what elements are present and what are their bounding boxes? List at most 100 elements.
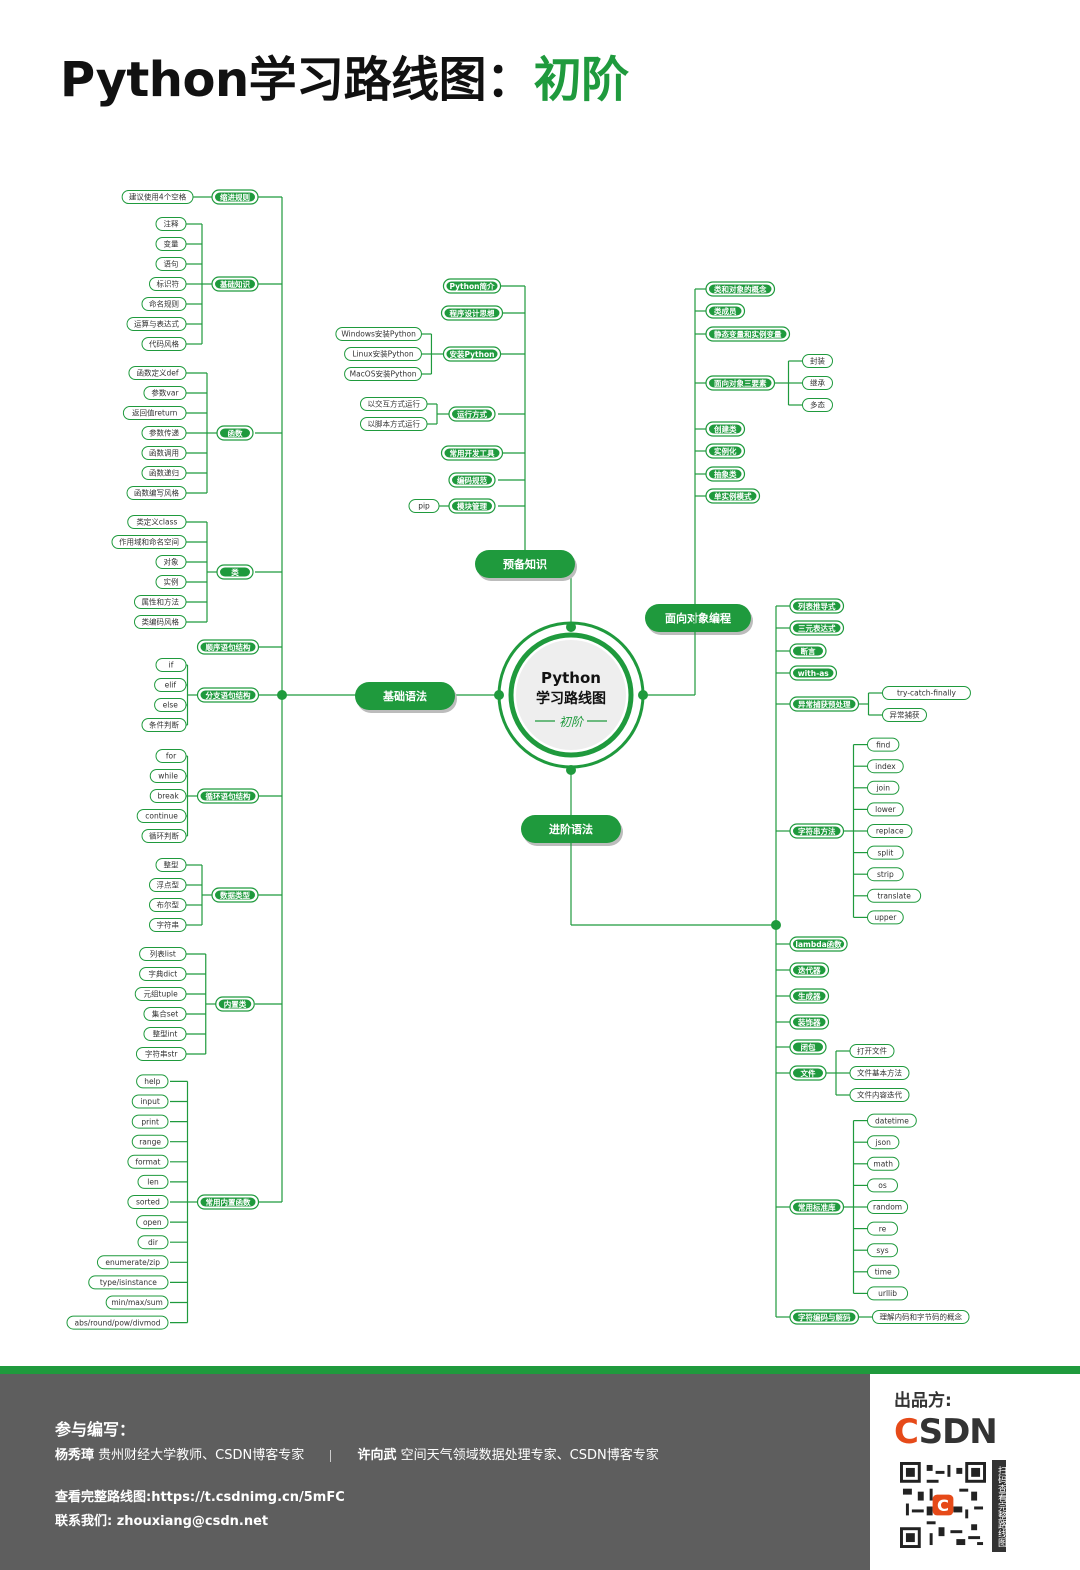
leaf-node[interactable]: re — [867, 1221, 898, 1236]
adv-topic[interactable]: with-as — [789, 665, 838, 681]
leaf-node[interactable]: len — [137, 1174, 169, 1189]
leaf-node[interactable]: lower — [867, 802, 904, 817]
oop-topic[interactable]: 抽象类 — [705, 466, 746, 482]
leaf-node[interactable]: find — [867, 737, 900, 752]
prep-topic[interactable]: 程序设计思想 — [440, 305, 504, 321]
leaf-node[interactable]: 异常捕获 — [882, 708, 927, 722]
leaf-node[interactable]: 函数调用 — [141, 446, 187, 460]
basic-topic[interactable]: 分支语句结构 — [196, 687, 260, 703]
leaf-node[interactable]: while — [149, 769, 187, 783]
leaf-node[interactable]: else — [154, 698, 187, 712]
basic-topic[interactable]: 顺序语句结构 — [196, 639, 260, 655]
leaf-node[interactable]: min/max/sum — [105, 1295, 169, 1310]
oop-topic[interactable]: 实例化 — [705, 443, 746, 459]
adv-topic[interactable]: 生成器 — [789, 988, 830, 1004]
leaf-node[interactable]: for — [155, 749, 187, 763]
leaf-node[interactable]: 字典dict — [139, 967, 187, 981]
leaf-node[interactable]: random — [867, 1200, 909, 1214]
leaf-node[interactable]: 封装 — [802, 354, 833, 368]
adv-topic[interactable]: 三元表达式 — [789, 620, 845, 636]
leaf-node[interactable]: 循环判断 — [141, 829, 187, 843]
leaf-node[interactable]: 对象 — [155, 555, 187, 569]
leaf-node[interactable]: 集合set — [143, 1007, 187, 1021]
branch-prep[interactable]: 预备知识 — [475, 550, 577, 581]
leaf-node[interactable]: 类定义class — [127, 515, 187, 529]
leaf-node[interactable]: open — [136, 1215, 169, 1230]
leaf-node[interactable]: print — [131, 1114, 169, 1129]
leaf-node[interactable]: 以脚本方式运行 — [360, 417, 428, 431]
leaf-node[interactable]: enumerate/zip — [96, 1255, 169, 1270]
leaf-node[interactable]: 浮点型 — [149, 878, 187, 892]
contact-email[interactable]: 联系我们: zhouxiang@csdn.net — [55, 1514, 269, 1529]
basic-topic[interactable]: 基础知识 — [211, 276, 259, 292]
leaf-node[interactable]: 多态 — [802, 398, 833, 412]
leaf-node[interactable]: json — [867, 1135, 900, 1150]
leaf-node[interactable]: sys — [867, 1243, 898, 1258]
leaf-node[interactable]: 布尔型 — [149, 898, 187, 912]
leaf-node[interactable]: elif — [154, 678, 187, 692]
leaf-node[interactable]: join — [867, 780, 900, 795]
prep-topic[interactable]: Python简介 — [442, 278, 502, 294]
leaf-node[interactable]: 以交互方式运行 — [360, 397, 428, 411]
adv-topic[interactable]: 字符编码与解码 — [789, 1309, 860, 1325]
adv-topic[interactable]: 列表推导式 — [789, 598, 845, 614]
leaf-node[interactable]: 命名规则 — [141, 297, 187, 311]
adv-topic[interactable]: 文件 — [789, 1065, 827, 1081]
leaf-node[interactable]: math — [867, 1156, 900, 1171]
leaf-node[interactable]: 属性和方法 — [134, 595, 187, 609]
leaf-node[interactable]: strip — [867, 867, 904, 882]
leaf-node[interactable]: type/isinstance — [88, 1275, 169, 1290]
adv-topic[interactable]: 闭包 — [789, 1039, 827, 1055]
branch-advanced[interactable]: 进阶语法 — [521, 815, 623, 846]
basic-topic[interactable]: 内置类 — [215, 996, 255, 1012]
leaf-node[interactable]: 作用域和命名空间 — [111, 535, 187, 549]
adv-topic[interactable]: 断言 — [789, 643, 827, 659]
leaf-node[interactable]: 参数var — [143, 386, 187, 400]
qr-code-icon[interactable]: C — [900, 1462, 986, 1548]
oop-topic[interactable]: 类成员 — [705, 303, 746, 319]
leaf-node[interactable]: help — [136, 1074, 169, 1089]
leaf-node[interactable]: 建议使用4个空格 — [121, 190, 194, 204]
leaf-node[interactable]: 标识符 — [149, 277, 187, 291]
leaf-node[interactable]: format — [127, 1154, 169, 1169]
leaf-node[interactable]: MacOS安装Python — [344, 367, 422, 381]
leaf-node[interactable]: 返回值return — [122, 406, 187, 420]
basic-topic[interactable]: 缩进规则 — [211, 189, 259, 205]
leaf-node[interactable]: 实例 — [155, 575, 187, 589]
leaf-node[interactable]: 代码风格 — [141, 337, 187, 351]
leaf-node[interactable]: 继承 — [802, 376, 833, 390]
leaf-node[interactable]: input — [131, 1094, 169, 1109]
leaf-node[interactable]: datetime — [867, 1113, 917, 1128]
leaf-node[interactable]: os — [867, 1178, 898, 1193]
leaf-node[interactable]: pip — [408, 499, 440, 513]
leaf-node[interactable]: 整型int — [143, 1027, 187, 1041]
leaf-node[interactable]: 运算与表达式 — [126, 317, 187, 331]
basic-topic[interactable]: 常用内置函数 — [196, 1194, 260, 1210]
leaf-node[interactable]: 文件内容迭代 — [849, 1088, 910, 1102]
leaf-node[interactable]: 条件判断 — [141, 718, 187, 732]
oop-topic[interactable]: 面向对象三要素 — [705, 375, 776, 391]
prep-topic[interactable]: 运行方式 — [448, 406, 496, 422]
prep-topic[interactable]: 编码规范 — [448, 472, 496, 488]
leaf-node[interactable]: 整型 — [155, 858, 187, 872]
leaf-node[interactable]: 注释 — [155, 217, 187, 231]
basic-topic[interactable]: 函数 — [216, 425, 254, 441]
adv-topic[interactable]: lambda函数 — [789, 936, 848, 952]
leaf-node[interactable]: continue — [136, 809, 187, 823]
oop-topic[interactable]: 类和对象的概念 — [705, 281, 776, 297]
leaf-node[interactable]: 字符串 — [149, 918, 187, 932]
leaf-node[interactable]: urllib — [867, 1286, 909, 1301]
prep-topic[interactable]: 安装Python — [442, 346, 502, 362]
leaf-node[interactable]: index — [867, 759, 904, 774]
leaf-node[interactable]: 元组tuple — [134, 987, 187, 1001]
leaf-node[interactable]: 理解内码和字节码的概念 — [872, 1310, 970, 1324]
full-roadmap-link[interactable]: 查看完整路线图:https://t.csdnimg.cn/5mFC — [55, 1490, 345, 1505]
basic-topic[interactable]: 数据类型 — [211, 887, 259, 903]
prep-topic[interactable]: 常用开发工具 — [440, 445, 504, 461]
oop-topic[interactable]: 单实例模式 — [705, 488, 761, 504]
leaf-node[interactable]: break — [149, 789, 187, 803]
leaf-node[interactable]: time — [867, 1264, 900, 1279]
leaf-node[interactable]: if — [155, 658, 187, 672]
branch-basic[interactable]: 基础语法 — [355, 682, 457, 713]
leaf-node[interactable]: replace — [867, 824, 913, 838]
